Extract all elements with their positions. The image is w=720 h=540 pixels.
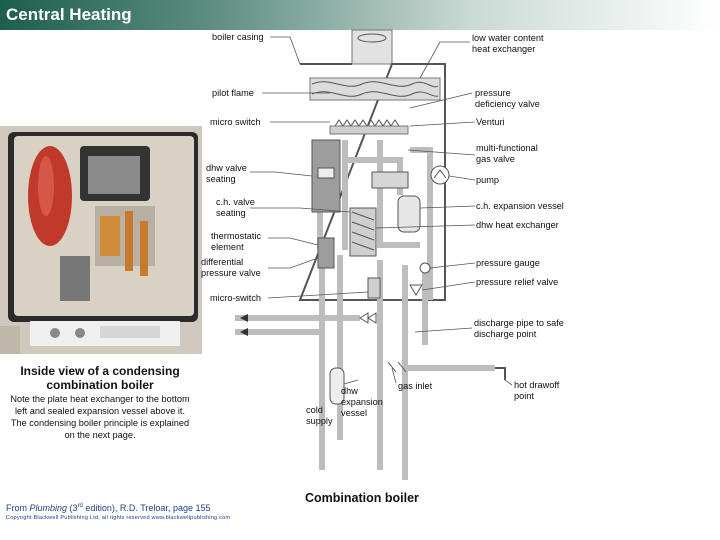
label-boiler-casing: boiler casing [212,32,264,42]
diagram-caption: Combination boiler [305,491,419,505]
photo-caption-title: Inside view of a condensing combination … [20,364,180,392]
photo-caption-note: Note the plate heat exchanger to the bot… [10,394,190,440]
label-dhw-heat-exchanger: dhw heat exchanger [476,220,559,230]
label-dhw-valve-seating: dhw valve seating [206,163,247,184]
label-pressure-relief-valve: pressure relief valve [476,277,559,287]
label-multi-functional-gas-valve: multi-functional gas valve [476,143,538,164]
label-venturi: Venturi [476,117,505,127]
label-pressure-gauge: pressure gauge [476,258,540,268]
copyright-notice: Copyright Blackwell Publishing Ltd, all … [6,515,231,521]
label-discharge-pipe: discharge pipe to safe discharge point [474,318,564,339]
label-thermostatic-element: thermostatic element [211,231,262,252]
label-hot-drawoff-point: hot drawoff point [514,380,560,401]
label-cold-supply: cold supply [306,405,333,426]
source-citation: From Plumbing (3rd edition), R.D. Treloa… [6,503,211,513]
boiler-photo [0,126,202,354]
label-gas-inlet: gas inlet [398,381,433,391]
label-ch-valve-seating: c.h. valve seating [216,197,255,218]
label-micro-switch-2: micro-switch [210,293,262,303]
label-ch-expansion-vessel: c.h. expansion vessel [476,201,564,211]
page-title: Central Heating [6,5,132,24]
label-dhw-expansion-vessel: dhw expansion vessel [341,386,383,418]
header-bar: Central Heating [0,0,720,30]
label-pilot-flame: pilot flame [212,88,254,98]
label-pressure-deficiency-valve: pressure deficiency valve [475,88,540,109]
label-pump: pump [476,175,499,185]
label-differential-pressure-valve: differential pressure valve [201,257,261,278]
label-low-water-heat-exchanger: low water content heat exchanger [472,33,544,54]
source-book-title: Plumbing [29,503,68,513]
label-micro-switch: micro switch [210,117,261,127]
